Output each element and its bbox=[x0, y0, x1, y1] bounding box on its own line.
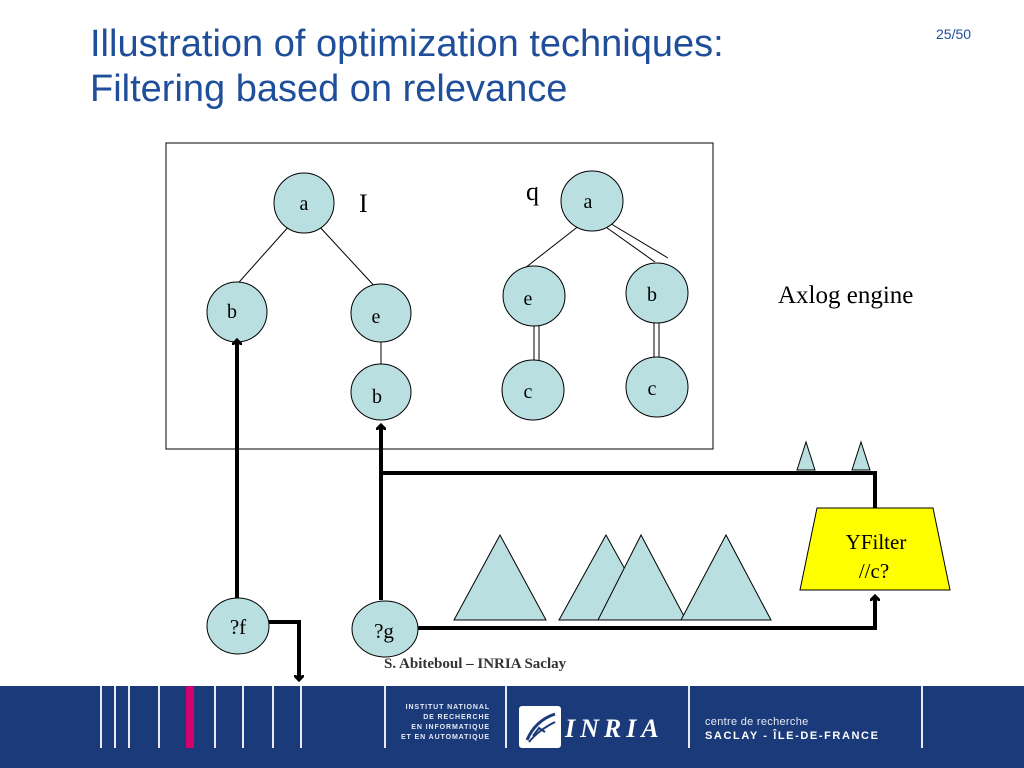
output-triangle-2 bbox=[851, 440, 871, 471]
footer-stripe bbox=[300, 686, 302, 748]
footer-divider bbox=[921, 686, 923, 748]
query-node-left: e bbox=[502, 265, 566, 327]
variable-f-label: ?f bbox=[230, 615, 246, 639]
query-node-root-label: a bbox=[584, 191, 593, 213]
engine-label: Axlog engine bbox=[778, 282, 913, 309]
query-node-right-label: b bbox=[647, 284, 657, 306]
institute-text: INSTITUT NATIONAL DE RECHERCHE EN INFORM… bbox=[396, 703, 490, 743]
output-triangle-1 bbox=[796, 440, 816, 471]
footer-stripe bbox=[214, 686, 216, 748]
variable-g-node: ?g bbox=[351, 600, 419, 658]
footer-accent-stripe bbox=[186, 686, 194, 748]
query-node-root: a bbox=[560, 170, 624, 232]
footer-divider bbox=[384, 686, 386, 748]
instance-node-root-label: a bbox=[300, 193, 309, 215]
institute-line: INSTITUT NATIONAL bbox=[405, 704, 490, 711]
instance-node-right-child-label: b bbox=[372, 386, 382, 408]
arrow-g-to-filter bbox=[415, 596, 875, 630]
institute-line: ET EN AUTOMATIQUE bbox=[400, 734, 490, 741]
instance-tree-edges bbox=[231, 224, 382, 366]
footer-stripe bbox=[158, 686, 160, 748]
variable-f-node: ?f bbox=[206, 597, 270, 655]
query-node-right-child-label: c bbox=[648, 378, 657, 400]
inria-wordmark: INRIA bbox=[565, 714, 664, 743]
footer-stripe bbox=[100, 686, 102, 748]
query-node-left-child-label: c bbox=[524, 381, 533, 403]
instance-node-root: a bbox=[273, 172, 335, 234]
stream-triangle-3 bbox=[597, 533, 687, 621]
footer-stripe bbox=[272, 686, 274, 748]
title-line-1: Illustration of optimization techniques: bbox=[90, 23, 724, 65]
stream-triangle-4 bbox=[680, 533, 772, 621]
filter-line-2: //c? bbox=[859, 559, 889, 583]
instance-node-left: b bbox=[206, 281, 268, 343]
arrow-filter-to-tree bbox=[381, 471, 877, 508]
footer-stripe bbox=[128, 686, 130, 748]
title-line-2: Filtering based on relevance bbox=[90, 67, 568, 110]
stream-triangle-1 bbox=[453, 533, 547, 621]
filter-line-1: YFilter bbox=[846, 530, 907, 554]
query-label: q bbox=[526, 177, 539, 206]
yfilter-box: YFilter //c? bbox=[799, 507, 951, 591]
slide-title: Illustration of optimization techniques:… bbox=[90, 22, 724, 112]
query-node-left-child: c bbox=[501, 359, 565, 421]
footer-stripe bbox=[242, 686, 244, 748]
arrow-f-output bbox=[268, 620, 299, 680]
footer-divider bbox=[505, 686, 507, 748]
inria-logo-icon bbox=[519, 706, 561, 748]
query-node-right: b bbox=[625, 262, 689, 324]
instance-node-right-label: e bbox=[372, 306, 381, 328]
centre-line-2: SACLAY - ÎLE-DE-FRANCE bbox=[705, 730, 880, 742]
instance-node-right-child: b bbox=[350, 363, 412, 421]
instance-label: I bbox=[359, 189, 368, 218]
institute-line: EN INFORMATIQUE bbox=[411, 724, 490, 731]
query-tree-edges bbox=[524, 221, 669, 362]
footer-bar: INSTITUT NATIONAL DE RECHERCHE EN INFORM… bbox=[0, 686, 1024, 768]
query-node-right-child: c bbox=[625, 356, 689, 418]
document-stream bbox=[453, 533, 772, 621]
institute-line: DE RECHERCHE bbox=[423, 714, 490, 721]
instance-node-right: e bbox=[350, 283, 412, 343]
footer-credit: S. Abiteboul – INRIA Saclay bbox=[384, 656, 567, 672]
variable-g-label: ?g bbox=[374, 619, 394, 643]
page-number: 25/50 bbox=[936, 26, 972, 42]
diagram: a b e b a e b c c I q Axlog engine bbox=[165, 142, 951, 686]
footer-stripe bbox=[114, 686, 116, 748]
centre-line-1: centre de recherche bbox=[705, 716, 809, 728]
instance-node-left-label: b bbox=[227, 301, 237, 323]
query-node-left-label: e bbox=[524, 288, 533, 310]
flow-arrows bbox=[237, 340, 875, 680]
footer-divider bbox=[688, 686, 690, 748]
